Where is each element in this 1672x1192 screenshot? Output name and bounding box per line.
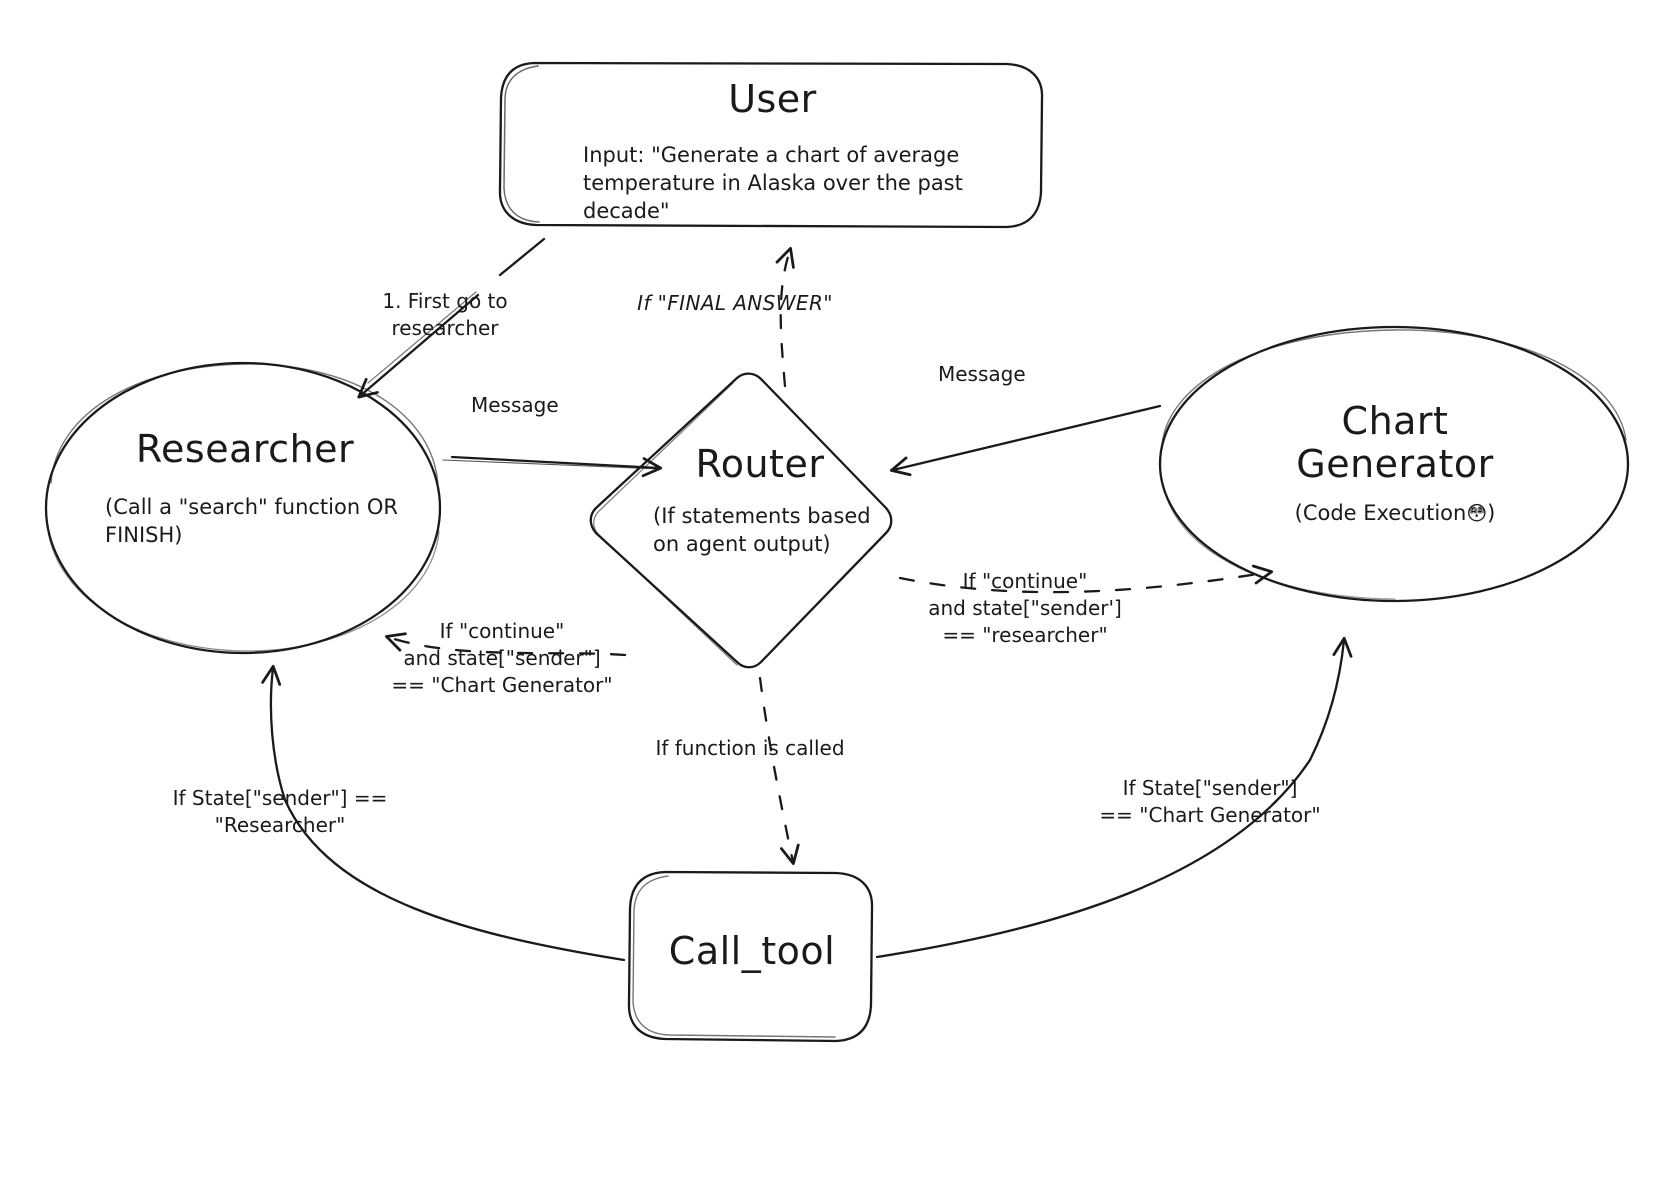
edge-label-researcher-to-router: Message [471, 393, 559, 417]
edge-label-call-tool-to-chart-generator: If State["sender"] == "Chart Generator" [1099, 776, 1321, 827]
edge-router-to-user [775, 246, 795, 388]
edge-researcher-to-router [442, 455, 663, 478]
edge-router-to-call-tool [758, 676, 800, 866]
edge-label-user-to-researcher: 1. First go to researcher [382, 289, 508, 340]
edge-call-tool-to-researcher [261, 664, 626, 962]
edge-router-to-chart-generator [898, 564, 1274, 594]
edge-call-tool-to-chart-generator [875, 636, 1353, 959]
node-shape-chart-generator [1158, 325, 1630, 603]
edge-label-router-to-researcher: If "continue" and state["sender"] == "Ch… [391, 619, 613, 697]
edge-chart-generator-to-router [889, 404, 1162, 477]
edge-user-to-researcher [357, 237, 546, 399]
edge-label-router-to-call-tool: If function is called [655, 736, 845, 760]
edge-label-call-tool-to-researcher: If State["sender"] == "Researcher" [172, 786, 388, 837]
node-shape-router [589, 372, 893, 669]
edge-label-router-to-chart-generator: If "continue" and state["sender'] == "re… [928, 569, 1122, 647]
node-shape-researcher [44, 361, 442, 655]
edge-label-chart-generator-to-router: Message [938, 362, 1026, 386]
edge-label-router-to-user: If "FINAL ANSWER" [637, 291, 833, 315]
node-shape-user [498, 61, 1044, 229]
node-shape-call-tool [627, 870, 874, 1043]
